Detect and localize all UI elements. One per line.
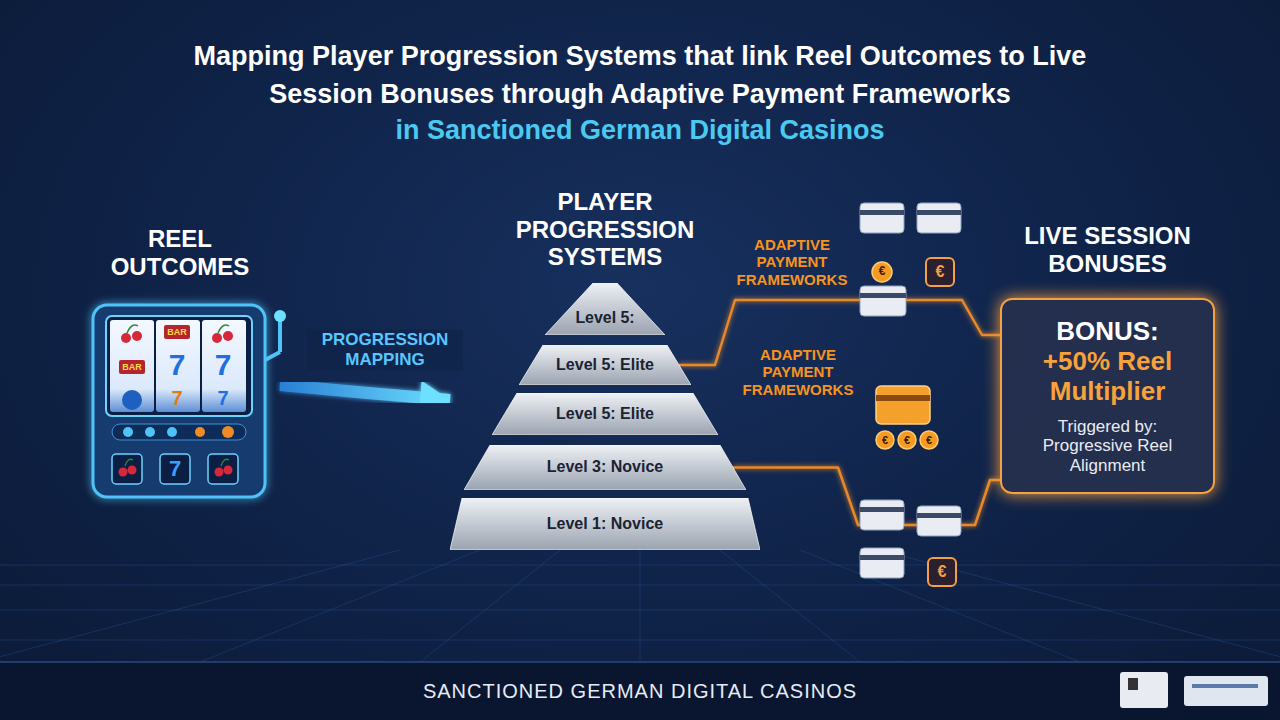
logo-badge bbox=[1120, 672, 1168, 708]
reel-symbol: BAR bbox=[167, 327, 187, 337]
level-band: Level 5: Elite bbox=[519, 345, 691, 385]
live-session-bonus: LIVE SESSION BONUSES BONUS:+50% Reel Mult… bbox=[1000, 222, 1215, 494]
bonus-value: +50% Reel Multiplier bbox=[1014, 347, 1201, 407]
section-heading: LIVE SESSION BONUSES bbox=[1000, 222, 1215, 282]
framework-label: ADAPTIVE PAYMENT FRAMEWORKS bbox=[733, 346, 863, 398]
payment-link bbox=[706, 413, 1001, 416]
title: Mapping Player Progression Systems that … bbox=[140, 38, 1140, 114]
level-band: Level 1: Novice bbox=[450, 498, 760, 550]
level-label: Level 5: Elite bbox=[556, 405, 654, 423]
bottom-bar bbox=[0, 662, 1280, 720]
level-label: Level 3: Novice bbox=[547, 458, 664, 476]
reel-symbol: 7 bbox=[169, 456, 181, 481]
cherries bbox=[212, 325, 233, 343]
slot-machine bbox=[93, 305, 286, 497]
level-band: Level 3: Novice bbox=[464, 445, 746, 490]
level-label: Level 5: bbox=[575, 309, 634, 327]
logo-badge bbox=[1184, 676, 1268, 706]
reel-symbol: 7 bbox=[215, 348, 232, 383]
reel-symbol: 7 bbox=[171, 387, 182, 410]
framework-label: ADAPTIVE PAYMENT FRAMEWORKS bbox=[727, 236, 857, 288]
level-band: Level 5: Elite bbox=[492, 393, 718, 435]
bonus-heading: BONUS: bbox=[1056, 317, 1159, 347]
section-heading: PLAYER PROGRESSION SYSTEMS bbox=[495, 188, 715, 271]
reel-symbol: 7 bbox=[169, 348, 186, 383]
progression-pyramid: PLAYER PROGRESSION SYSTEMS Level 5: Level … bbox=[450, 188, 760, 553]
cherries bbox=[121, 325, 142, 343]
payment-icons bbox=[860, 203, 961, 316]
bonus-trigger: Triggered by: Progressive Reel Alignment bbox=[1014, 417, 1201, 476]
payment-link bbox=[679, 300, 1000, 365]
title-subline: in Sanctioned German Digital Casinos bbox=[395, 115, 884, 146]
caption: SANCTIONED GERMAN DIGITAL CASINOS bbox=[423, 680, 857, 703]
currency-symbol: € bbox=[882, 434, 888, 447]
bonus-panel: BONUS:+50% Reel MultiplierTriggered by: … bbox=[1000, 298, 1215, 494]
floor-grid bbox=[0, 550, 1280, 662]
reel-symbol: 7 bbox=[217, 387, 228, 410]
payment-icons bbox=[860, 500, 961, 586]
currency-symbol: € bbox=[926, 434, 932, 447]
level-band: Level 5: bbox=[545, 283, 665, 335]
level-label: Level 5: Elite bbox=[556, 356, 654, 374]
logo-stripe bbox=[1192, 684, 1258, 688]
level-label: Level 1: Novice bbox=[547, 515, 664, 533]
currency-symbol: € bbox=[938, 563, 947, 581]
currency-symbol: € bbox=[936, 263, 945, 281]
edge-label: PROGRESSION MAPPING bbox=[307, 329, 463, 370]
currency-symbol: € bbox=[904, 434, 910, 447]
progression-arrow bbox=[280, 385, 450, 400]
payment-icons bbox=[876, 386, 938, 449]
currency-symbol: € bbox=[879, 265, 886, 279]
reel-symbol: BAR bbox=[122, 362, 142, 372]
section-heading: REEL OUTCOMES bbox=[80, 225, 280, 280]
logo-emblem bbox=[1128, 678, 1138, 690]
bottom-bar-edge bbox=[0, 661, 1280, 663]
